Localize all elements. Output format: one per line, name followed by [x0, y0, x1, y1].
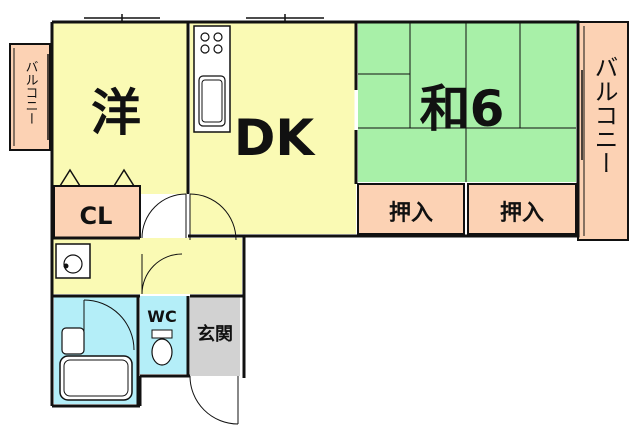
- stove-burner-icon: [200, 32, 210, 42]
- stove-burner-icon: [213, 44, 223, 54]
- stove-burner-icon: [213, 32, 223, 42]
- bathtub-icon: [59, 355, 133, 401]
- room-wc: WC: [140, 296, 188, 374]
- room-dk: DK: [190, 22, 356, 234]
- balcony-left: バルコニー: [9, 43, 51, 151]
- room-oshiire-left: 押入: [357, 183, 465, 235]
- hallway: [52, 238, 242, 294]
- balcony-left-label: バルコニー: [23, 60, 39, 125]
- room-wc-label: WC: [147, 307, 176, 326]
- room-japanese: 和6: [358, 22, 576, 182]
- room-closet-label: CL: [80, 202, 113, 230]
- room-entrance-label: 玄関: [197, 323, 233, 345]
- room-closet: CL: [53, 168, 141, 239]
- room-western-label: 洋: [91, 84, 141, 142]
- stove-burner-icon: [200, 44, 210, 54]
- sink-icon: [198, 75, 226, 127]
- washbasin-icon: [61, 327, 85, 355]
- windows: [47, 14, 583, 160]
- room-oshiire-right: 押入: [467, 183, 577, 235]
- room-western: 洋: [52, 22, 188, 194]
- room-oshiire-left-label: 押入: [389, 200, 433, 226]
- room-dk-label: DK: [234, 109, 317, 167]
- washer-icon: [55, 243, 91, 279]
- room-japanese-label: 和6: [420, 80, 505, 138]
- toilet-icon: [151, 338, 173, 366]
- room-oshiire-right-label: 押入: [500, 200, 544, 226]
- walls: [50, 20, 580, 408]
- room-bath: [54, 296, 138, 404]
- balcony-right-label: バルコニー: [590, 55, 618, 175]
- room-entrance: 玄関: [189, 296, 240, 425]
- balcony-right: バルコニー: [577, 21, 629, 241]
- door-swings: [141, 193, 237, 295]
